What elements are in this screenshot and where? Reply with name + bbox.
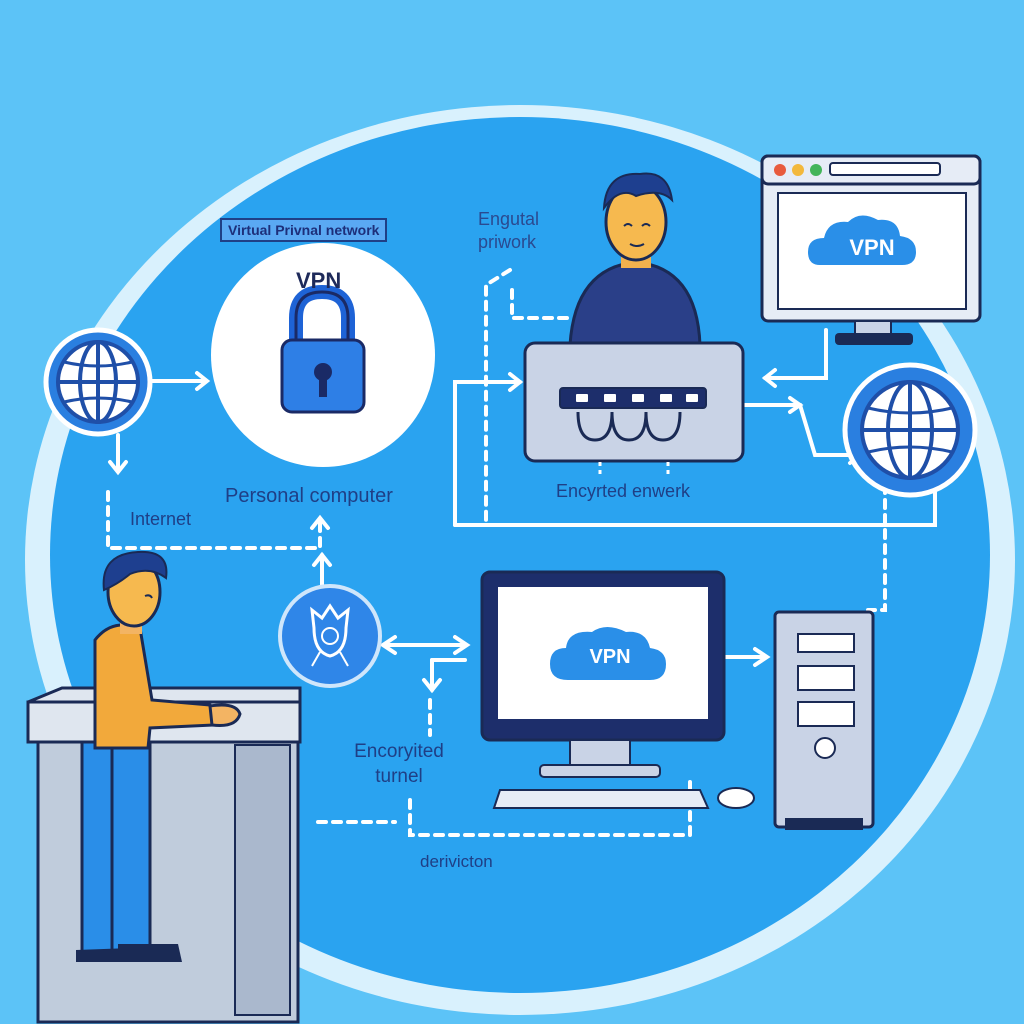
globe-icon-right — [842, 362, 978, 498]
vpn-title: VPN — [296, 268, 342, 293]
personal-computer-label: Personal computer — [225, 485, 393, 507]
user-face-badge — [278, 584, 382, 688]
keyboard-icon — [492, 789, 710, 809]
arrow-right-icon-5 — [453, 635, 471, 655]
user-icon-standing — [76, 550, 242, 962]
mouse-icon — [717, 787, 755, 809]
arrow-right-icon-6 — [753, 647, 771, 667]
arrow-down-icon-2 — [422, 678, 442, 694]
loop-left-line — [453, 380, 522, 527]
arrow-down-icon — [108, 460, 128, 476]
globe-icon-left — [43, 327, 153, 437]
internet-label: Internet — [130, 509, 192, 529]
connection-lines — [106, 268, 937, 837]
loop-bottom-line — [453, 483, 937, 527]
monitor-to-router-line — [763, 328, 828, 380]
internet-dashed-line — [106, 490, 322, 550]
direction-label: derivicton — [420, 852, 493, 871]
label-to-person-dashed — [510, 288, 570, 320]
encrypted-tunnel-label: Encoryited turnel — [354, 741, 444, 787]
user-icon-top — [568, 172, 702, 347]
lock-badge — [211, 243, 435, 467]
server-icon — [773, 610, 875, 830]
globe-to-server-dashed — [866, 483, 887, 612]
monitor-icon-top — [760, 154, 982, 345]
arrow-up-icon-2 — [312, 551, 332, 567]
arrow-up-icon — [310, 514, 330, 530]
monitor-icon-main — [480, 570, 726, 778]
arrow-left-icon-2 — [379, 635, 397, 655]
arrow-left-icon — [761, 368, 777, 388]
encrypted-network-label: Encyrted enwerk — [556, 481, 691, 501]
arrow-right-icon-2 — [508, 372, 524, 392]
label-to-router-dashed — [484, 268, 512, 522]
arrow-right-icon — [195, 371, 211, 391]
encrypted-private-label: Engutal priwork — [478, 209, 540, 252]
desk — [26, 686, 302, 1024]
router-icon — [523, 341, 745, 478]
vpn-header-label: Virtual Privnal network — [220, 218, 388, 242]
monitor-main-vpn-label: VPN — [589, 646, 631, 668]
router-to-globe-line — [743, 403, 860, 457]
arrow-right-icon-4 — [788, 396, 804, 414]
monitor-top-vpn-label: VPN — [849, 235, 895, 260]
